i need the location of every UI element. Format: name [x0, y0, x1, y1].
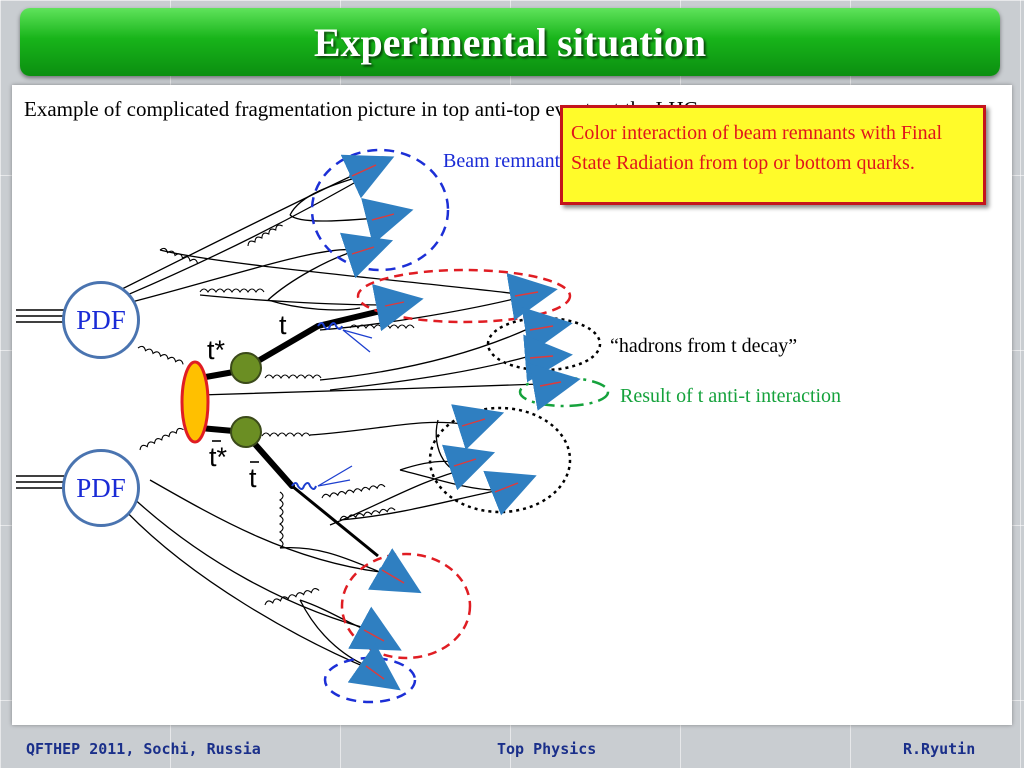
hadrons-ellipse-top: [486, 316, 602, 372]
tbar-to-b-line: [291, 484, 379, 558]
pdf-circle-bottom: PDF: [62, 449, 140, 527]
color-interaction-callout: Color interaction of beam remnants with …: [560, 105, 986, 205]
tbar-label: t: [249, 463, 257, 493]
beam-remnant-ellipse-bottom: [323, 656, 417, 704]
tbar-star-label: t*: [209, 442, 228, 472]
pdf-circle-top: PDF: [62, 281, 140, 359]
top-quark-lines: [197, 307, 388, 489]
color-interaction-ellipse-top: [356, 268, 572, 324]
tt-interaction-label: Result of t anti-t interaction: [620, 385, 842, 407]
footer: QFTHEP 2011, Sochi, Russia Top Physics R…: [0, 734, 1024, 768]
title-bar: Experimental situation: [20, 8, 1000, 76]
hadrons-ellipse-bottom: [428, 406, 572, 514]
w-boson-wiggles: [291, 322, 373, 490]
beam-remnants-label: Beam remnants: [443, 150, 568, 172]
pdf-label-top: PDF: [76, 304, 126, 335]
color-interaction-ellipse-bottom: [340, 552, 472, 660]
t-decay-vertex: [230, 352, 262, 384]
footer-topic: Top Physics: [497, 740, 597, 758]
callout-text: Color interaction of beam remnants with …: [571, 122, 943, 174]
footer-author: R.Ryutin: [903, 740, 976, 758]
gluon-lines: [137, 224, 415, 606]
hard-process-blob: [180, 360, 210, 444]
incoming-beam-lines: [16, 309, 64, 489]
beam-remnant-ellipse-top: [310, 148, 450, 272]
hadron-arrows: [339, 154, 581, 691]
t-star-label: t*: [207, 335, 226, 365]
hadrons-from-t-decay-label: “hadrons from t decay”: [610, 335, 798, 357]
slide-title: Experimental situation: [313, 19, 707, 65]
tbar-decay-vertex: [230, 416, 262, 448]
footer-conference: QFTHEP 2011, Sochi, Russia: [26, 740, 261, 758]
pdf-label-bottom: PDF: [76, 472, 126, 503]
t-label: t: [279, 310, 287, 340]
hadron-arrow-cores: [351, 164, 562, 680]
